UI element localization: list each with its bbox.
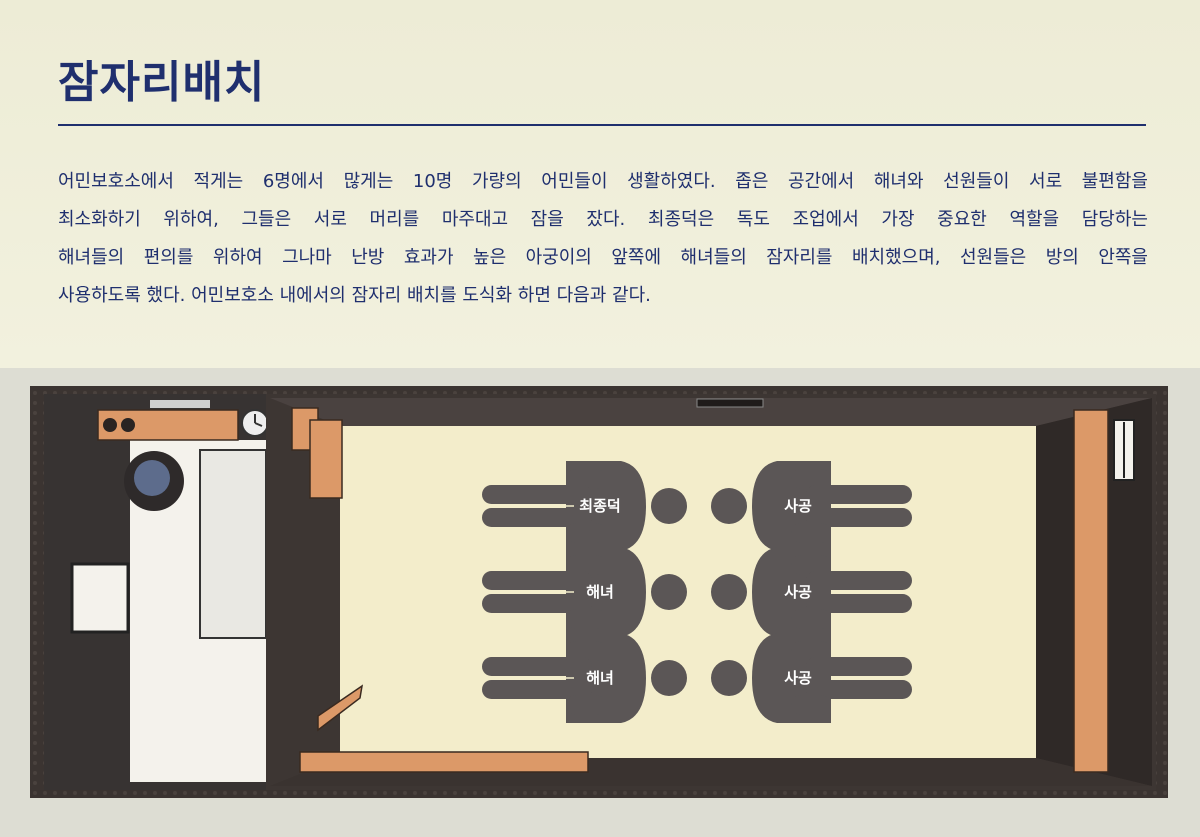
wall-top <box>270 398 1152 426</box>
sleeper-figure-left: 최종덕 <box>482 461 687 551</box>
description-line-2: 최소화하기 위하여, 그들은 서로 머리를 마주대고 잠을 잤다. 최종덕은 독… <box>58 209 1148 230</box>
top-vent <box>696 398 764 408</box>
sleeper-leg <box>806 680 912 699</box>
description-line-3: 해녀들의 편의를 위하여 그나마 난방 효과가 높은 아궁이의 앞쪽에 해녀들의… <box>58 247 1148 268</box>
sleeper-label-bg <box>772 581 824 603</box>
open-door <box>317 684 364 732</box>
wood-bench <box>1073 409 1109 773</box>
sleeper-label: 사공 <box>784 669 812 687</box>
sleeper-arm <box>791 609 831 629</box>
sleeper-leg <box>482 680 592 699</box>
sleeper-figure-right: 사공 <box>711 547 912 637</box>
sleeper-leg <box>806 594 912 613</box>
sleeper-arm <box>566 555 606 575</box>
sleeper-leg <box>482 657 592 676</box>
sleeper-arm <box>791 695 831 715</box>
sleeper-figure-left: 해녀 <box>482 547 687 637</box>
sleeper-leg <box>806 485 912 504</box>
sleeper-label-bg <box>574 495 626 517</box>
description-line-4: 사용하도록 했다. 어민보호소 내에서의 잠자리 배치를 도식화 하면 다음과 … <box>58 285 651 306</box>
sleeper-label: 사공 <box>784 497 812 515</box>
stove-burner-icon <box>121 418 135 432</box>
page-title: 잠자리배치 <box>58 57 266 108</box>
sleeper-label: 사공 <box>784 583 812 601</box>
sleeper-label-bg <box>772 667 824 689</box>
kitchen-counter <box>97 409 239 441</box>
sleeper-arm <box>566 469 606 489</box>
wood-shelf <box>309 419 343 499</box>
sleeper-arm <box>791 555 831 575</box>
sleeper-arm <box>791 469 831 489</box>
sleeper-figure-right: 사공 <box>711 461 912 551</box>
sleeper-leg <box>806 508 912 527</box>
sleeper-head <box>711 574 747 610</box>
kitchen-shelf <box>150 400 210 408</box>
sleeper-figure-right: 사공 <box>711 633 912 723</box>
sleeper-leg <box>806 571 912 590</box>
sleeper-label-bg <box>574 667 626 689</box>
kitchen-window <box>70 562 130 634</box>
sleeper-label-bg <box>772 495 824 517</box>
sleeper-arm <box>566 695 606 715</box>
sleeper-head <box>711 488 747 524</box>
description: 어민보호소에서 적게는 6명에서 많게는 10명 가량의 어민들이 생활하였다.… <box>58 163 1148 315</box>
water-jar-inner <box>134 460 170 496</box>
wood-board <box>299 751 589 773</box>
sleeper-head <box>651 488 687 524</box>
title-divider <box>58 124 1146 126</box>
sleeper-figure-left: 해녀 <box>482 633 687 723</box>
sleeper-label: 해녀 <box>586 669 614 687</box>
sleeper-head <box>711 660 747 696</box>
sleeper-head <box>651 660 687 696</box>
stove-burner-icon <box>103 418 117 432</box>
sleeper-label: 해녀 <box>586 583 614 601</box>
sleeper-leg <box>482 571 592 590</box>
sleeper-label: 최종덕 <box>579 497 620 515</box>
room-floor <box>340 426 1036 758</box>
sleeper-leg <box>482 485 592 504</box>
description-line-1: 어민보호소에서 적게는 6명에서 많게는 10명 가량의 어민들이 생활하였다.… <box>58 171 1148 192</box>
sleeper-leg <box>482 594 592 613</box>
sleeper-leg <box>482 508 592 527</box>
sleeper-arm <box>566 523 606 543</box>
text-panel <box>0 0 1200 368</box>
sleeper-leg <box>806 657 912 676</box>
sleeper-arm <box>566 641 606 661</box>
sleeper-head <box>651 574 687 610</box>
sleeper-arm <box>566 609 606 629</box>
sleeper-arm <box>791 641 831 661</box>
sleeper-arm <box>791 523 831 543</box>
sleeper-label-bg <box>574 581 626 603</box>
kitchen-platform <box>199 449 267 639</box>
